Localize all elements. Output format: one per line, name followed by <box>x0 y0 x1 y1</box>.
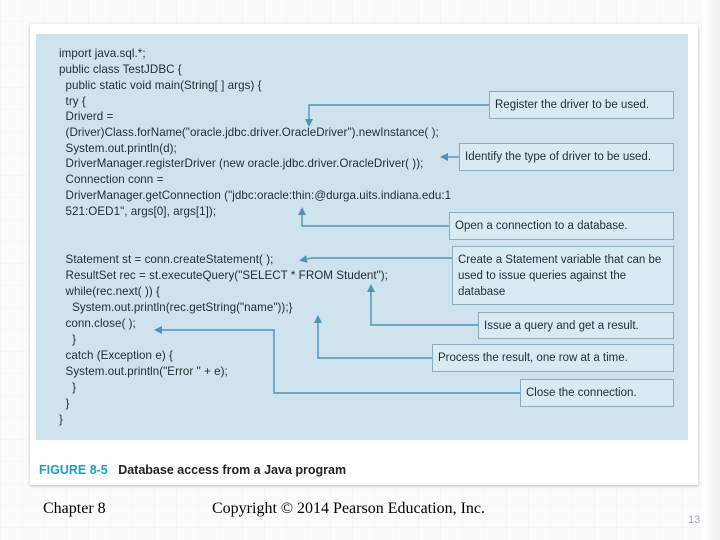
figure-label: FIGURE 8-5 <box>39 463 108 477</box>
code-line: (Driver)Class.forName("oracle.jdbc.drive… <box>59 126 439 139</box>
code-line: while(rec.next( )) { <box>59 285 160 298</box>
code-line: } <box>59 333 77 346</box>
code-line: public class TestJDBC { <box>59 63 182 76</box>
slide-edge-decoration <box>702 0 720 540</box>
code-line: } <box>59 381 77 394</box>
code-line: System.out.println(d); <box>59 142 177 155</box>
callout-create-statement: Create a Statement variable that can be … <box>452 246 674 305</box>
code-line: conn.close( ); <box>59 317 136 330</box>
code-line: } <box>59 397 70 410</box>
code-line: try { <box>59 95 86 108</box>
slide-number: 13 <box>688 514 701 526</box>
code-line: } <box>59 413 63 426</box>
code-line: public static void main(String[ ] args) … <box>59 79 262 92</box>
code-line: catch (Exception e) { <box>59 349 173 362</box>
figure-caption: FIGURE 8-5 Database access from a Java p… <box>39 462 346 478</box>
code-line: Statement st = conn.createStatement( ); <box>59 253 274 266</box>
code-line: DriverManager.getConnection ("jdbc:oracl… <box>59 189 452 202</box>
callout-close-connection: Close the connection. <box>520 379 674 407</box>
callout-identify-driver: Identify the type of driver to be used. <box>459 143 674 171</box>
code-line: Driverd = <box>59 110 114 123</box>
callout-process-result: Process the result, one row at a time. <box>432 344 674 372</box>
code-line: ResultSet rec = st.executeQuery("SELECT … <box>59 269 388 282</box>
code-line: Connection conn = <box>59 173 164 186</box>
footer-copyright: Copyright © 2014 Pearson Education, Inc. <box>212 500 485 517</box>
footer-chapter: Chapter 8 <box>43 500 106 517</box>
code-line: System.out.println(rec.getString("name")… <box>59 301 293 314</box>
callout-open-connection: Open a connection to a database. <box>449 212 674 240</box>
code-line: 521:OED1", args[0], args[1]); <box>59 205 217 218</box>
code-line: DriverManager.registerDriver (new oracle… <box>59 157 424 170</box>
figure-title: Database access from a Java program <box>118 463 347 477</box>
callout-register-driver: Register the driver to be used. <box>489 91 674 119</box>
code-line: System.out.println("Error " + e); <box>59 365 228 378</box>
code-line: import java.sql.*; <box>59 47 146 60</box>
callout-issue-query: Issue a query and get a result. <box>478 312 674 339</box>
